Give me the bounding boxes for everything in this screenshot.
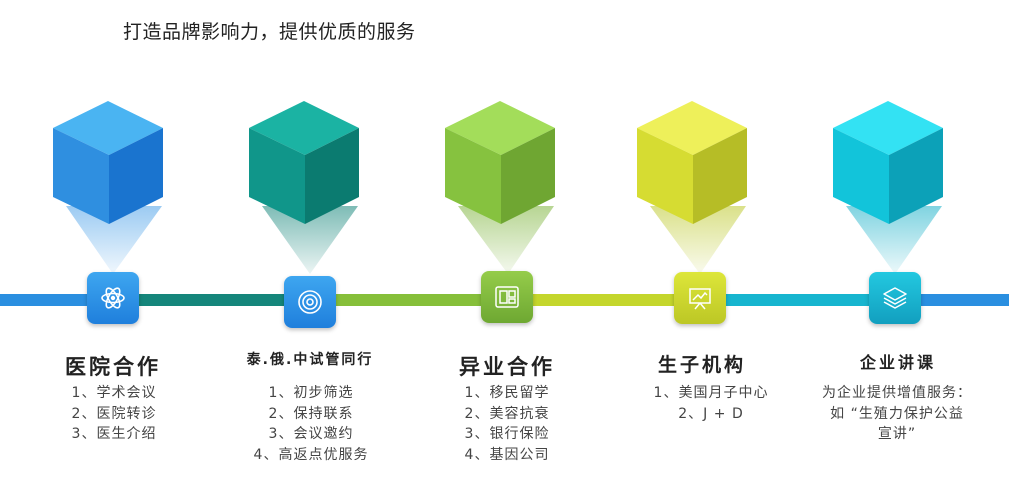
- timeline-segment: [895, 294, 1009, 306]
- light-beam: [846, 206, 942, 274]
- cube-blue: [53, 101, 163, 224]
- list-item: 1、学术会议: [71, 385, 157, 401]
- layers-icon: [883, 287, 907, 309]
- cube-green: [445, 101, 555, 224]
- cube-cyan: [833, 101, 943, 224]
- gallery-icon: [495, 286, 519, 308]
- timeline-segment: [0, 294, 115, 306]
- light-beam: [262, 206, 358, 274]
- badge-surrogacy: [674, 272, 726, 324]
- page-title: 打造品牌影响力，提供优质的服务: [123, 21, 416, 43]
- light-beam: [650, 206, 746, 274]
- badge-ivf-peers: [284, 276, 336, 328]
- list-item: 3、医生介绍: [71, 426, 157, 442]
- column-title-ivf-peers: 泰.俄.中试管同行: [246, 352, 374, 368]
- column-list-hospital: 1、学术会议 2、医院转诊 3、医生介绍: [72, 383, 157, 445]
- list-item: 1、美国月子中心: [653, 385, 769, 401]
- list-item: 为企业提供增值服务：: [822, 385, 972, 401]
- list-item: 4、高返点优服务: [253, 446, 369, 463]
- timeline-segment: [310, 294, 510, 306]
- list-item: 2、医院转诊: [71, 405, 157, 422]
- atom-icon: [101, 287, 125, 309]
- list-item: 3、银行保险: [464, 426, 550, 442]
- cube-yellow: [637, 101, 747, 224]
- column-title-cross-industry: 异业合作: [459, 355, 555, 379]
- column-list-surrogacy: 1、美国月子中心 2、J + D: [654, 383, 769, 424]
- timeline-segment: [705, 294, 895, 306]
- list-item: 2、美容抗衰: [464, 405, 550, 422]
- cube-teal: [249, 101, 359, 224]
- column-title-surrogacy: 生子机构: [657, 354, 747, 376]
- light-beam: [66, 206, 162, 274]
- target-icon: [298, 290, 322, 314]
- list-item: 宣讲”: [877, 426, 917, 442]
- light-beam: [458, 206, 554, 274]
- column-list-ivf-peers: 1、初步筛选 2、保持联系 3、会议邀约 4、高返点优服务: [254, 383, 369, 465]
- list-item: 2、J + D: [678, 405, 744, 422]
- list-item: 2、保持联系: [268, 405, 354, 422]
- badge-hospital: [87, 272, 139, 324]
- badge-corporate-talks: [869, 272, 921, 324]
- list-item: 1、移民留学: [464, 385, 550, 401]
- column-list-cross-industry: 1、移民留学 2、美容抗衰 3、银行保险 4、基因公司: [465, 383, 550, 465]
- timeline-segment: [115, 294, 310, 306]
- column-list-corporate-talks: 为企业提供增值服务： 如 “生殖力保护公益 宣讲”: [822, 383, 972, 445]
- presentation-icon: [689, 288, 711, 310]
- badge-cross-industry: [481, 271, 533, 323]
- list-item: 3、会议邀约: [268, 426, 354, 442]
- timeline-segment: [510, 294, 705, 306]
- list-item: 如 “生殖力保护公益: [830, 405, 964, 422]
- column-title-hospital: 医院合作: [65, 355, 161, 379]
- column-title-corporate-talks: 企业讲课: [859, 353, 937, 372]
- list-item: 1、初步筛选: [268, 385, 354, 401]
- list-item: 4、基因公司: [464, 446, 550, 463]
